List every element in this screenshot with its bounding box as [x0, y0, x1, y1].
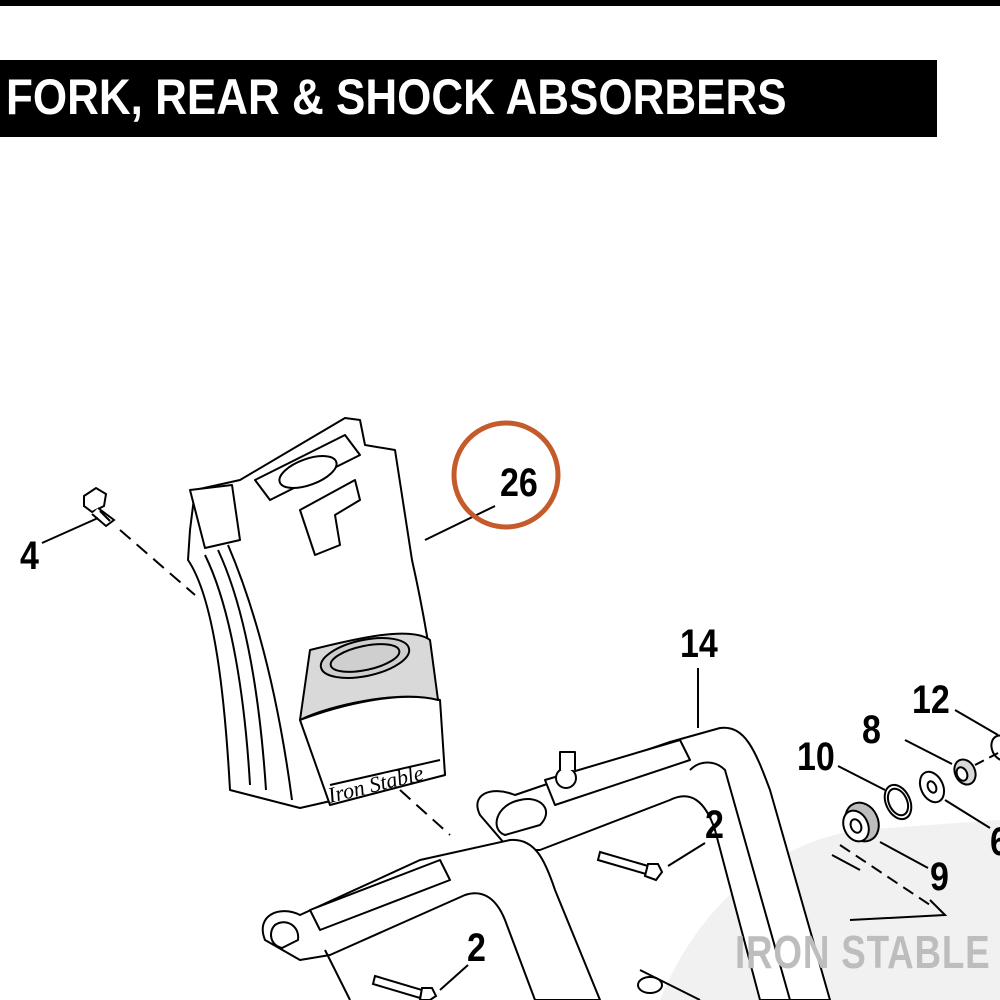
leader-2-upper: [667, 842, 706, 867]
highlight-circle-26: [451, 420, 561, 530]
leader-6: [944, 799, 991, 829]
callout-6: 6: [990, 822, 1000, 862]
callout-2-upper: 2: [705, 803, 724, 847]
page-title: FORK, REAR & SHOCK ABSORBERS: [6, 69, 787, 125]
bracket-9: [831, 854, 948, 921]
callout-2-lower: 2: [467, 926, 486, 970]
callout-14: 14: [680, 622, 718, 666]
dash-4: [119, 529, 196, 596]
callout-8: 8: [862, 708, 881, 752]
title-bar: [0, 60, 937, 137]
leader-10: [837, 765, 886, 791]
part-6-washer: [918, 770, 946, 804]
leader-4: [41, 517, 99, 544]
dash-12: [974, 751, 1000, 766]
callout-12: 12: [912, 678, 950, 722]
part-12: [990, 734, 1000, 762]
watermark-text: IRON STABLE: [735, 926, 991, 978]
part-4-bolt: [83, 486, 116, 528]
callout-4: 4: [20, 534, 39, 578]
top-rule: [0, 0, 1000, 6]
part-2-bolt-lower: [371, 974, 438, 1000]
leader-26: [424, 505, 496, 541]
dash-26: [399, 789, 451, 836]
callout-26: 26: [500, 461, 538, 505]
leader-9: [879, 841, 929, 869]
part-14-swingarm: [261, 726, 831, 1000]
leader-8: [904, 739, 953, 765]
leader-2-lower: [439, 964, 469, 991]
part-9-bearing: [842, 801, 880, 843]
callout-10: 10: [797, 735, 835, 779]
part-2-bolt-upper: [596, 850, 664, 882]
callout-9: 9: [930, 855, 949, 899]
part-26-guard: Iron Stable: [187, 417, 446, 809]
leader-12: [954, 709, 999, 736]
watermark-shape: [660, 820, 1000, 1000]
part-8-nut: [953, 758, 977, 786]
part-10-ring: [883, 783, 913, 821]
